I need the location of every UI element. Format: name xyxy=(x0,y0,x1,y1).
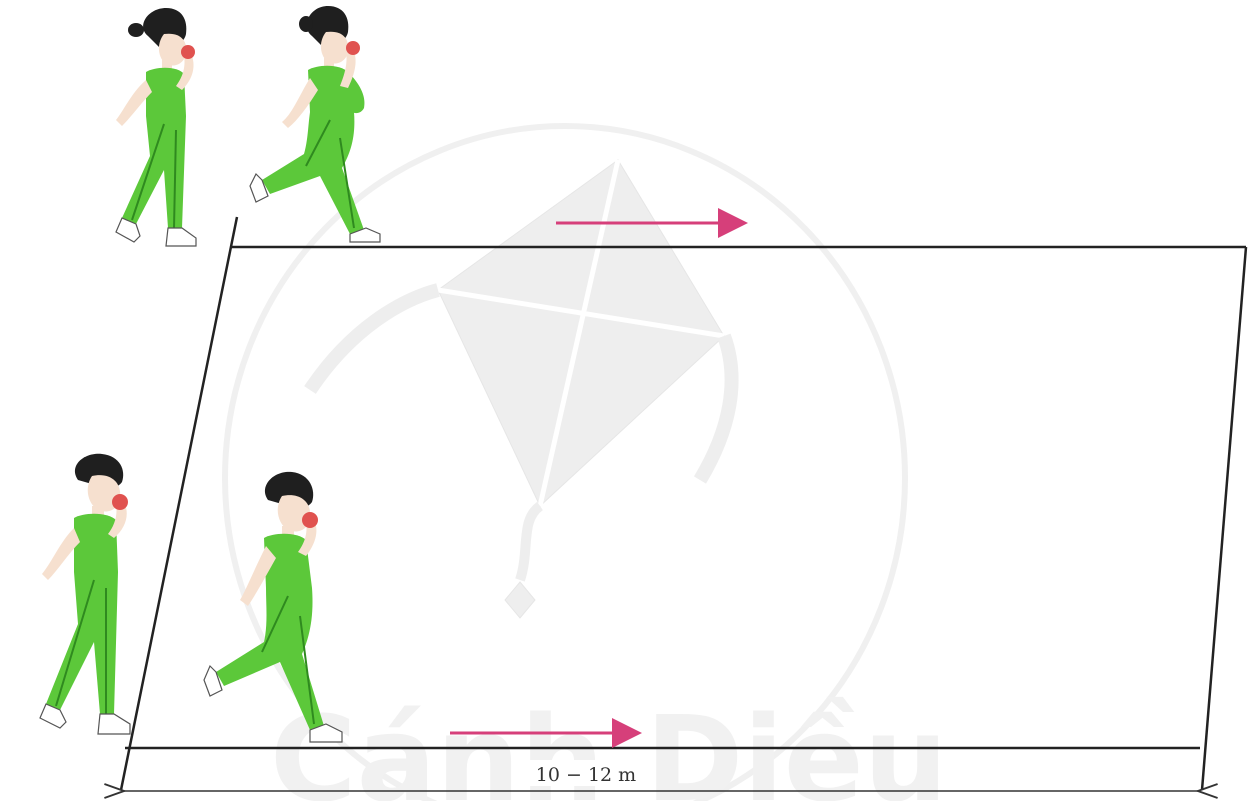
dimension-label: 10 − 12 m xyxy=(536,764,636,786)
watermark: Cánh Diều xyxy=(225,126,948,801)
running-girl xyxy=(250,6,380,242)
walking-girl xyxy=(116,8,196,246)
walking-boy xyxy=(40,454,130,734)
kite-logo-icon xyxy=(310,160,732,618)
field-left-line xyxy=(121,217,237,790)
field-right-line xyxy=(1202,247,1246,790)
